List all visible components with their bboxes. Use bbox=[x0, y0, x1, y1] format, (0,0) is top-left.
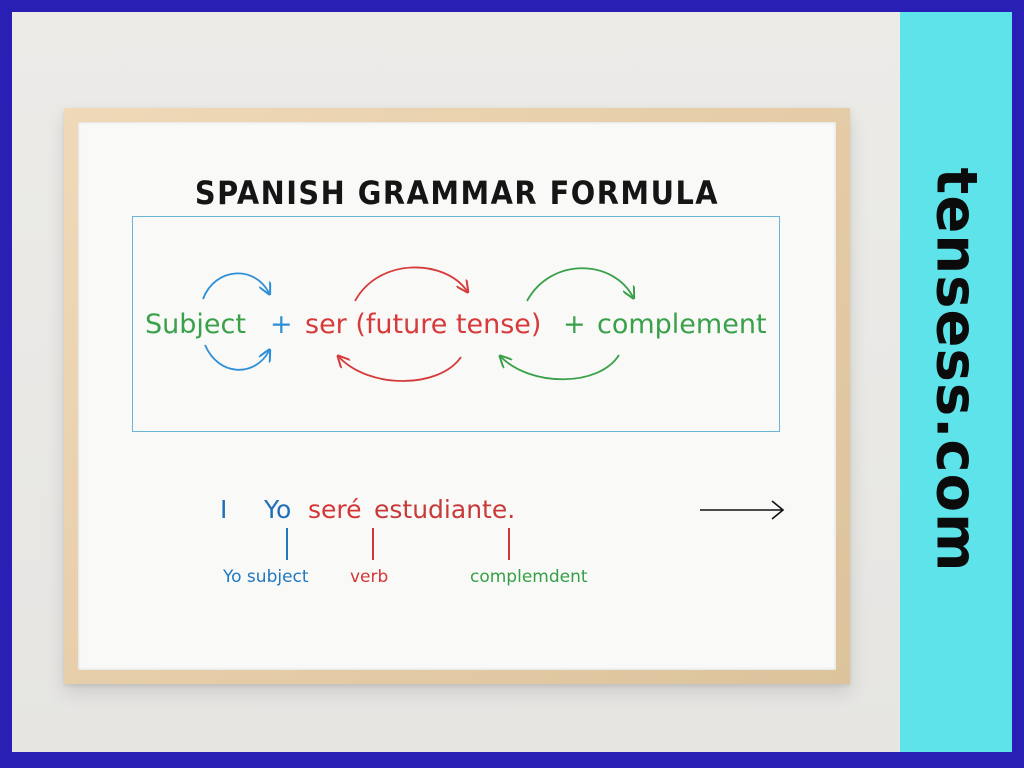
example-pronoun: I bbox=[220, 495, 228, 524]
site-side-panel bbox=[900, 12, 1012, 752]
verb-arrow-top bbox=[354, 266, 467, 302]
poster-frame: SPANISH GRAMMAR FORMULA bbox=[64, 108, 850, 684]
subject-arrow-bottom bbox=[204, 344, 269, 371]
formula-plus-1: + bbox=[270, 309, 293, 340]
example-subject: Yo bbox=[264, 495, 292, 524]
long-right-arrow-icon bbox=[700, 500, 785, 520]
example-complement: estudiante. bbox=[374, 495, 516, 524]
formula-plus-2: + bbox=[563, 309, 586, 340]
verb-tick bbox=[372, 528, 374, 560]
subject-tick bbox=[286, 528, 288, 560]
annotation-subject: Yo subject bbox=[223, 567, 309, 587]
formula-box: Subject + ser (future tense) + complemen… bbox=[132, 216, 780, 432]
example-verb: seré bbox=[308, 495, 362, 524]
poster-paper: SPANISH GRAMMAR FORMULA bbox=[78, 122, 836, 670]
formula-complement: complement bbox=[597, 309, 767, 340]
complement-arrow-top bbox=[526, 267, 633, 302]
formula-verb: ser (future tense) bbox=[305, 309, 542, 340]
verb-arrow-bottom bbox=[339, 357, 462, 382]
complement-arrow-bottom bbox=[501, 355, 620, 381]
annotation-complement: complemdent bbox=[470, 567, 588, 587]
subject-arrow-top bbox=[202, 272, 269, 300]
poster-title: SPANISH GRAMMAR FORMULA bbox=[194, 174, 720, 212]
complement-tick bbox=[508, 528, 510, 560]
formula-arrows bbox=[202, 266, 781, 382]
formula-subject: Subject bbox=[145, 309, 246, 340]
annotation-verb: verb bbox=[350, 567, 389, 587]
site-name[interactable]: tensess.com bbox=[923, 167, 989, 573]
